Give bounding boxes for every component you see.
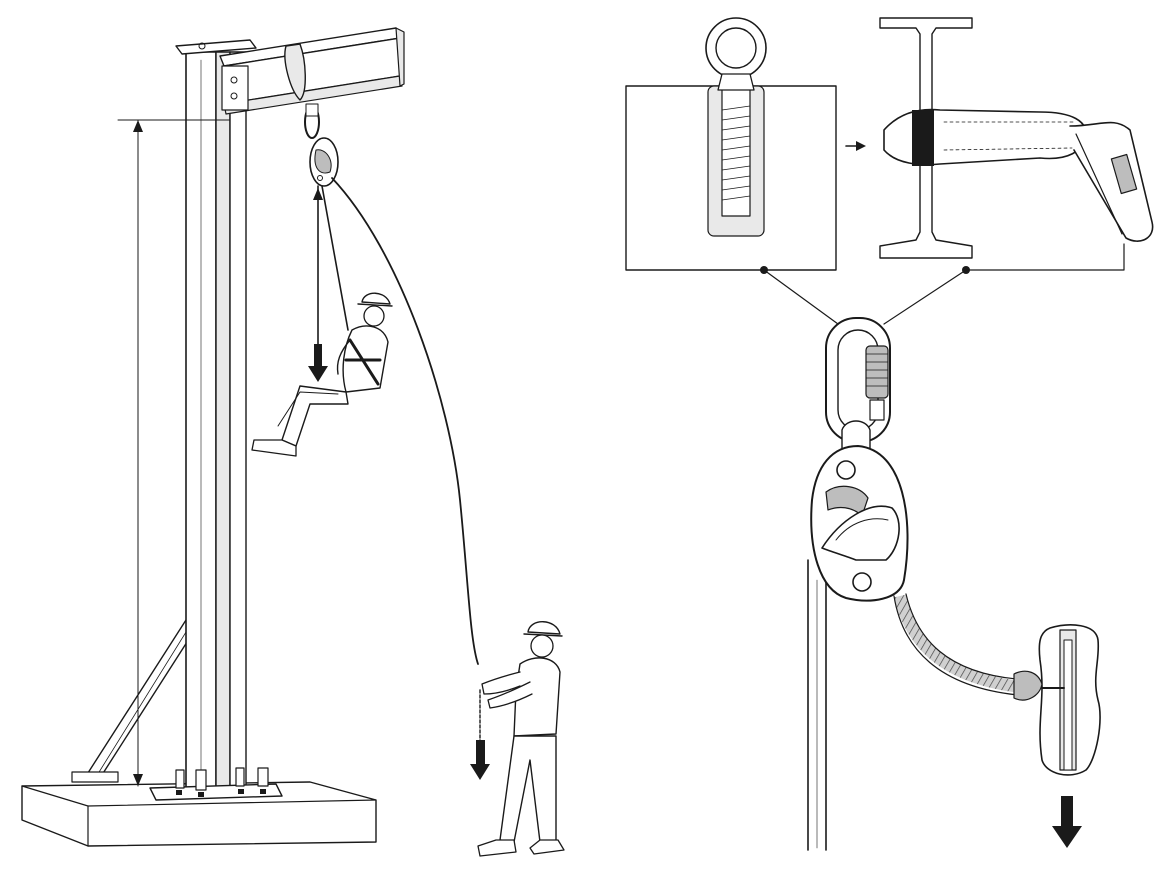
eyebolt-anchor-in-concrete: [625, 17, 837, 271]
descender-device: [309, 137, 339, 187]
rope-detail: [807, 559, 1031, 851]
anchor-details: [625, 17, 1154, 851]
hard-hat-icon: [527, 621, 561, 635]
diagonal-brace: [71, 619, 197, 783]
callout-lines: [760, 243, 1125, 325]
rescuer: [477, 621, 565, 857]
sling-anchor: [284, 43, 320, 139]
descender-device-closeup: [810, 420, 909, 602]
steel-column: [149, 39, 283, 801]
concrete-base: [21, 781, 377, 847]
overhead-beam: [198, 27, 405, 115]
arrow-right-icon: [845, 141, 866, 151]
rescue-scene: [21, 27, 565, 857]
hard-hat-icon: [361, 292, 391, 305]
handle-with-hand: [1013, 624, 1101, 776]
webbing-sling-on-i-beam: [845, 17, 1154, 259]
arrow-up-icon: [313, 188, 323, 200]
arrow-down-icon: [1052, 796, 1082, 848]
clearance-dimension: [117, 119, 231, 787]
arrow-down-icon: [470, 740, 490, 780]
rope: [317, 177, 481, 749]
suspended-worker: [251, 292, 393, 457]
arrow-down-icon: [308, 344, 328, 382]
load-arrow: [308, 188, 490, 780]
connecting-carabiner: [825, 317, 891, 443]
